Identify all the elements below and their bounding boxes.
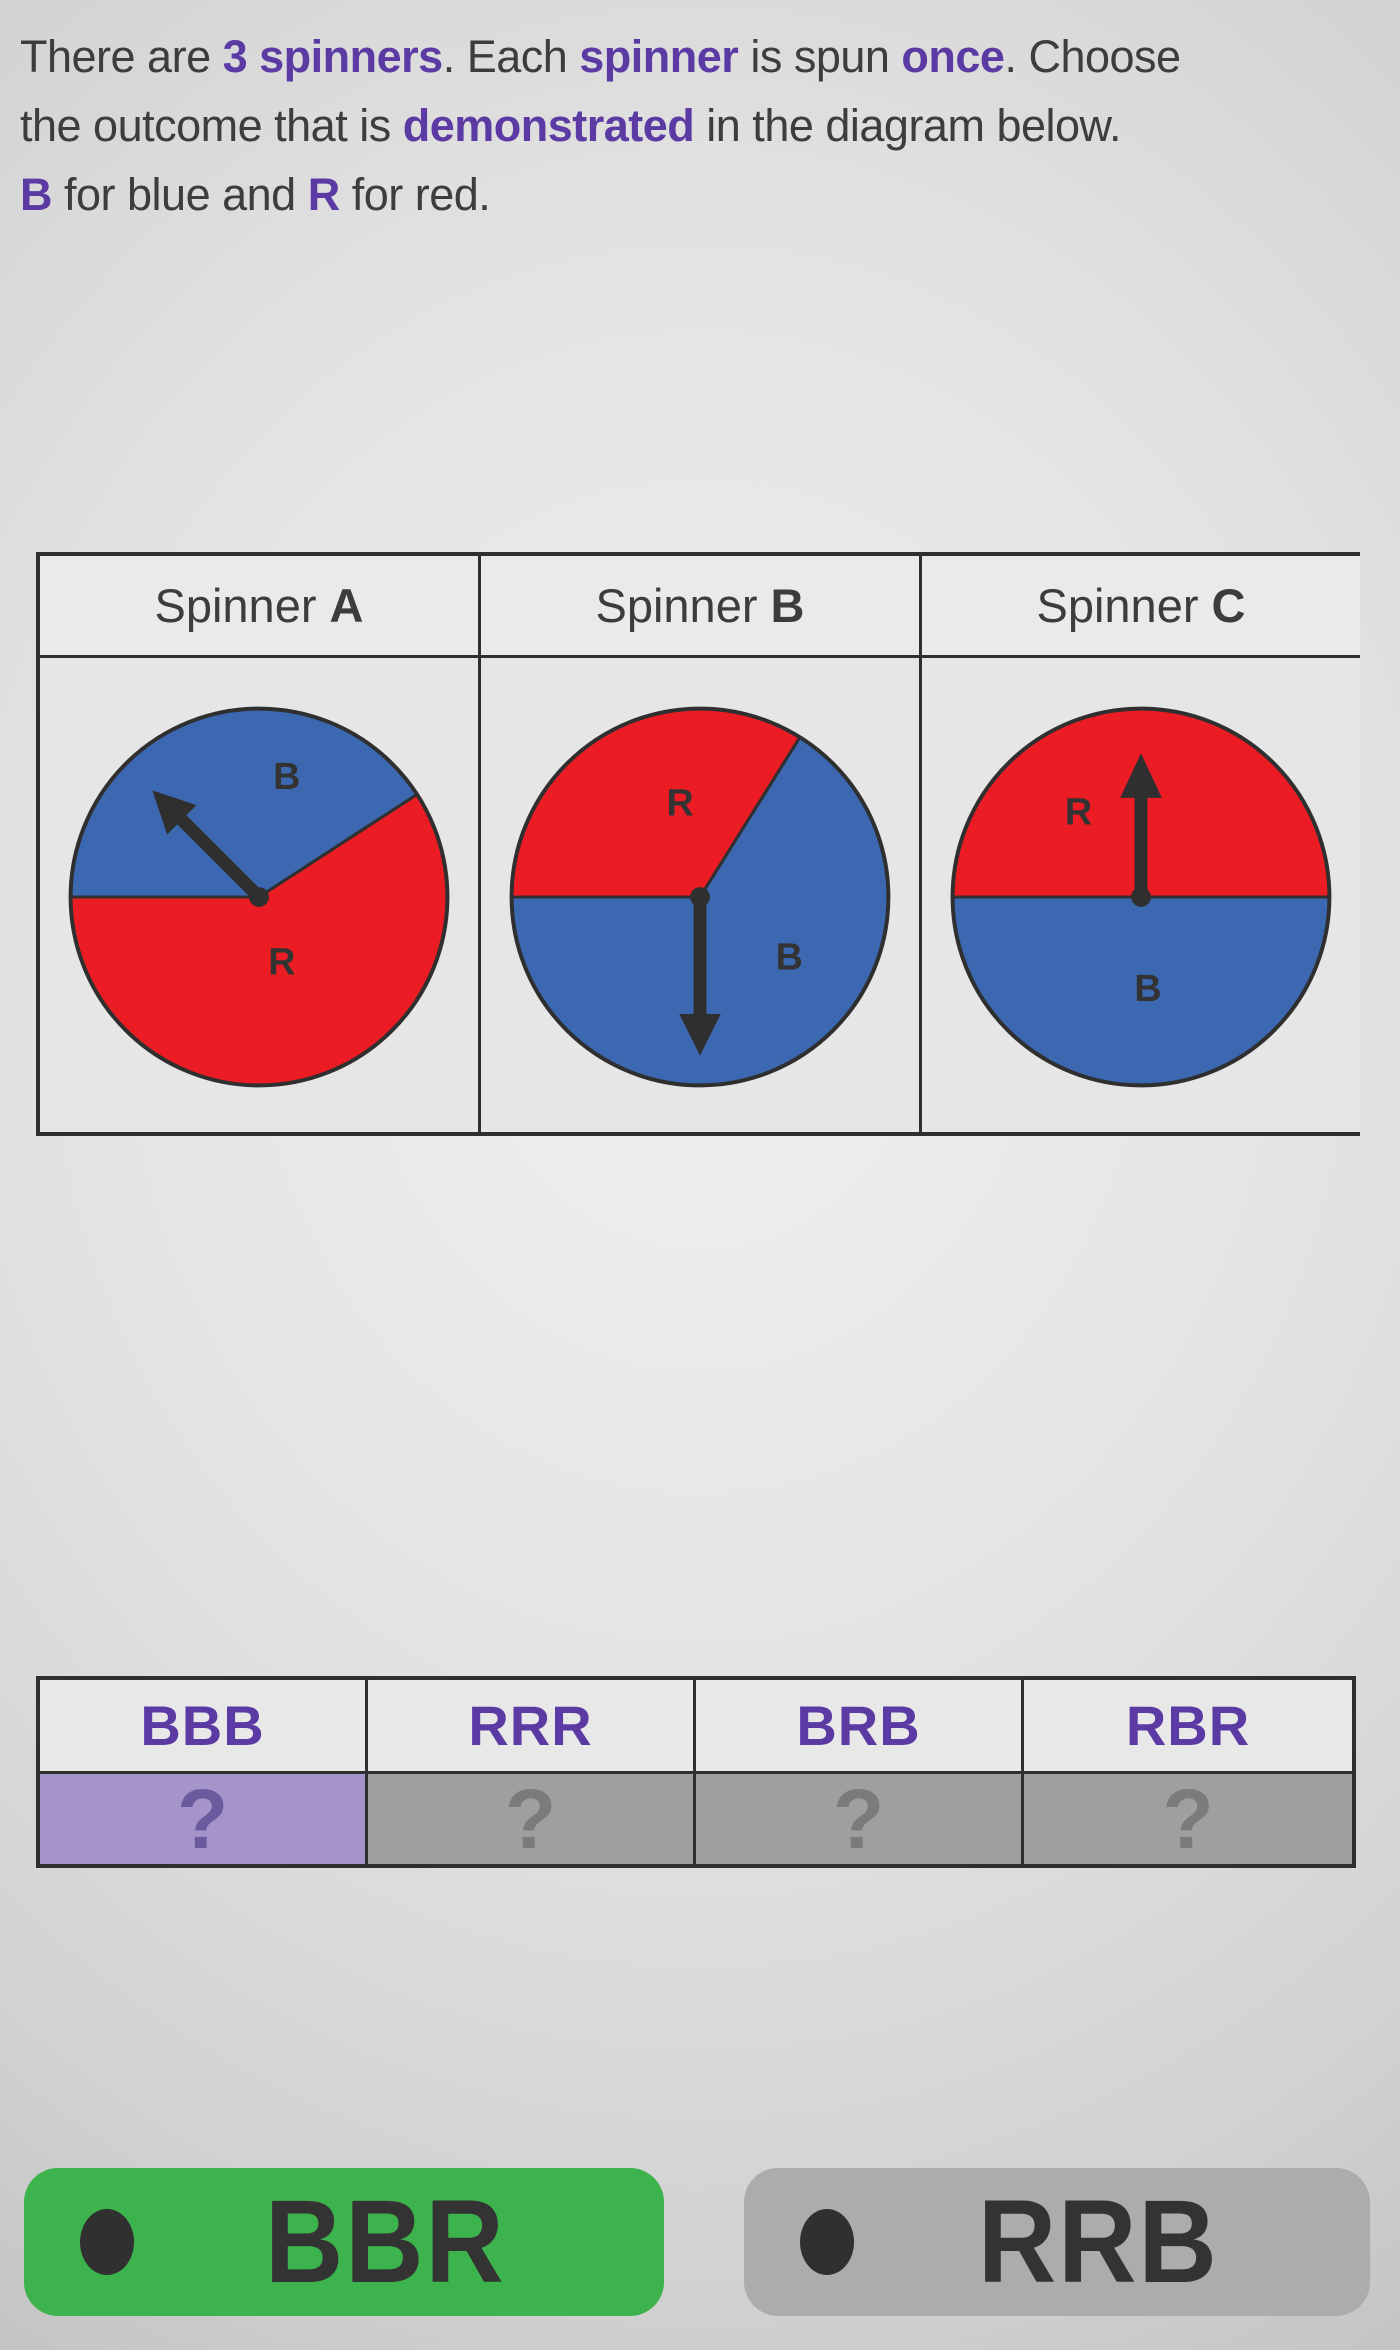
question-text: There are 3 spinners. Each spinner is sp… (20, 31, 1181, 220)
choice-rrb-button[interactable]: RRB (744, 2168, 1370, 2316)
choice-rrb-label: RRB (977, 2176, 1219, 2308)
spinner-b-header: Spinner B (481, 556, 922, 658)
spinner-c-diagram: R B (950, 706, 1332, 1087)
spinner-a-diagram: B R (68, 706, 450, 1087)
spinner-c-header-prefix: Spinner (1036, 579, 1212, 632)
spinner-a-blue-label: B (273, 754, 300, 796)
spinner-c-outline (950, 706, 1332, 1087)
spinner-a-header-letter: A (329, 579, 364, 632)
spinner-a-arrow-head (152, 789, 197, 835)
spinner-a-outline (68, 706, 450, 1087)
spinner-a-arrow-shaft (177, 814, 264, 902)
option-header-bbb: BBB (40, 1680, 368, 1774)
spinner-c-blue-label: B (1134, 967, 1161, 1009)
spinner-a-pivot (249, 886, 269, 907)
spinner-b-diagram: R B (509, 706, 891, 1087)
spinner-b-outline (509, 706, 891, 1087)
spinner-b-pivot (690, 886, 710, 907)
spinner-table: Spinner A Spinner B Spinner C B R (36, 552, 1360, 1136)
choice-bbr-label: BBR (264, 2176, 506, 2308)
option-header-brb: BRB (696, 1680, 1024, 1774)
option-slot-brb[interactable]: ? (696, 1774, 1024, 1864)
option-slot-rrr[interactable]: ? (368, 1774, 696, 1864)
bullet-dot-icon (80, 2209, 134, 2275)
option-slot-bbb[interactable]: ? (40, 1774, 368, 1864)
spinner-a-header: Spinner A (40, 556, 481, 658)
choice-bbr-button[interactable]: BBR (24, 2168, 664, 2316)
spinner-c-arrow-head (1120, 752, 1162, 798)
option-header-rbr: RBR (1024, 1680, 1352, 1774)
spinner-a-header-prefix: Spinner (154, 579, 330, 632)
spinner-b-red-label: R (667, 781, 694, 823)
bullet-dot-icon (800, 2209, 854, 2275)
spinner-a-cell: B R (40, 658, 481, 1132)
answer-options-table: BBB RRR BRB RBR ? ? ? ? (36, 1676, 1356, 1868)
spinner-a-red-label: R (268, 940, 295, 982)
spinner-c-red-label: R (1065, 790, 1092, 832)
spinner-c-header: Spinner C (922, 556, 1360, 658)
spinner-b-arrow-head (679, 1013, 721, 1056)
spinner-c-pivot (1131, 886, 1151, 907)
spinner-c-cell: R B (922, 658, 1360, 1132)
option-header-rrr: RRR (368, 1680, 696, 1774)
spinner-b-cell: R B (481, 658, 922, 1132)
spinner-b-blue-label: B (776, 935, 803, 977)
spinner-b-header-letter: B (770, 579, 805, 632)
option-slot-rbr[interactable]: ? (1024, 1774, 1352, 1864)
spinner-b-header-prefix: Spinner (595, 579, 771, 632)
spinner-c-header-letter: C (1211, 579, 1246, 632)
